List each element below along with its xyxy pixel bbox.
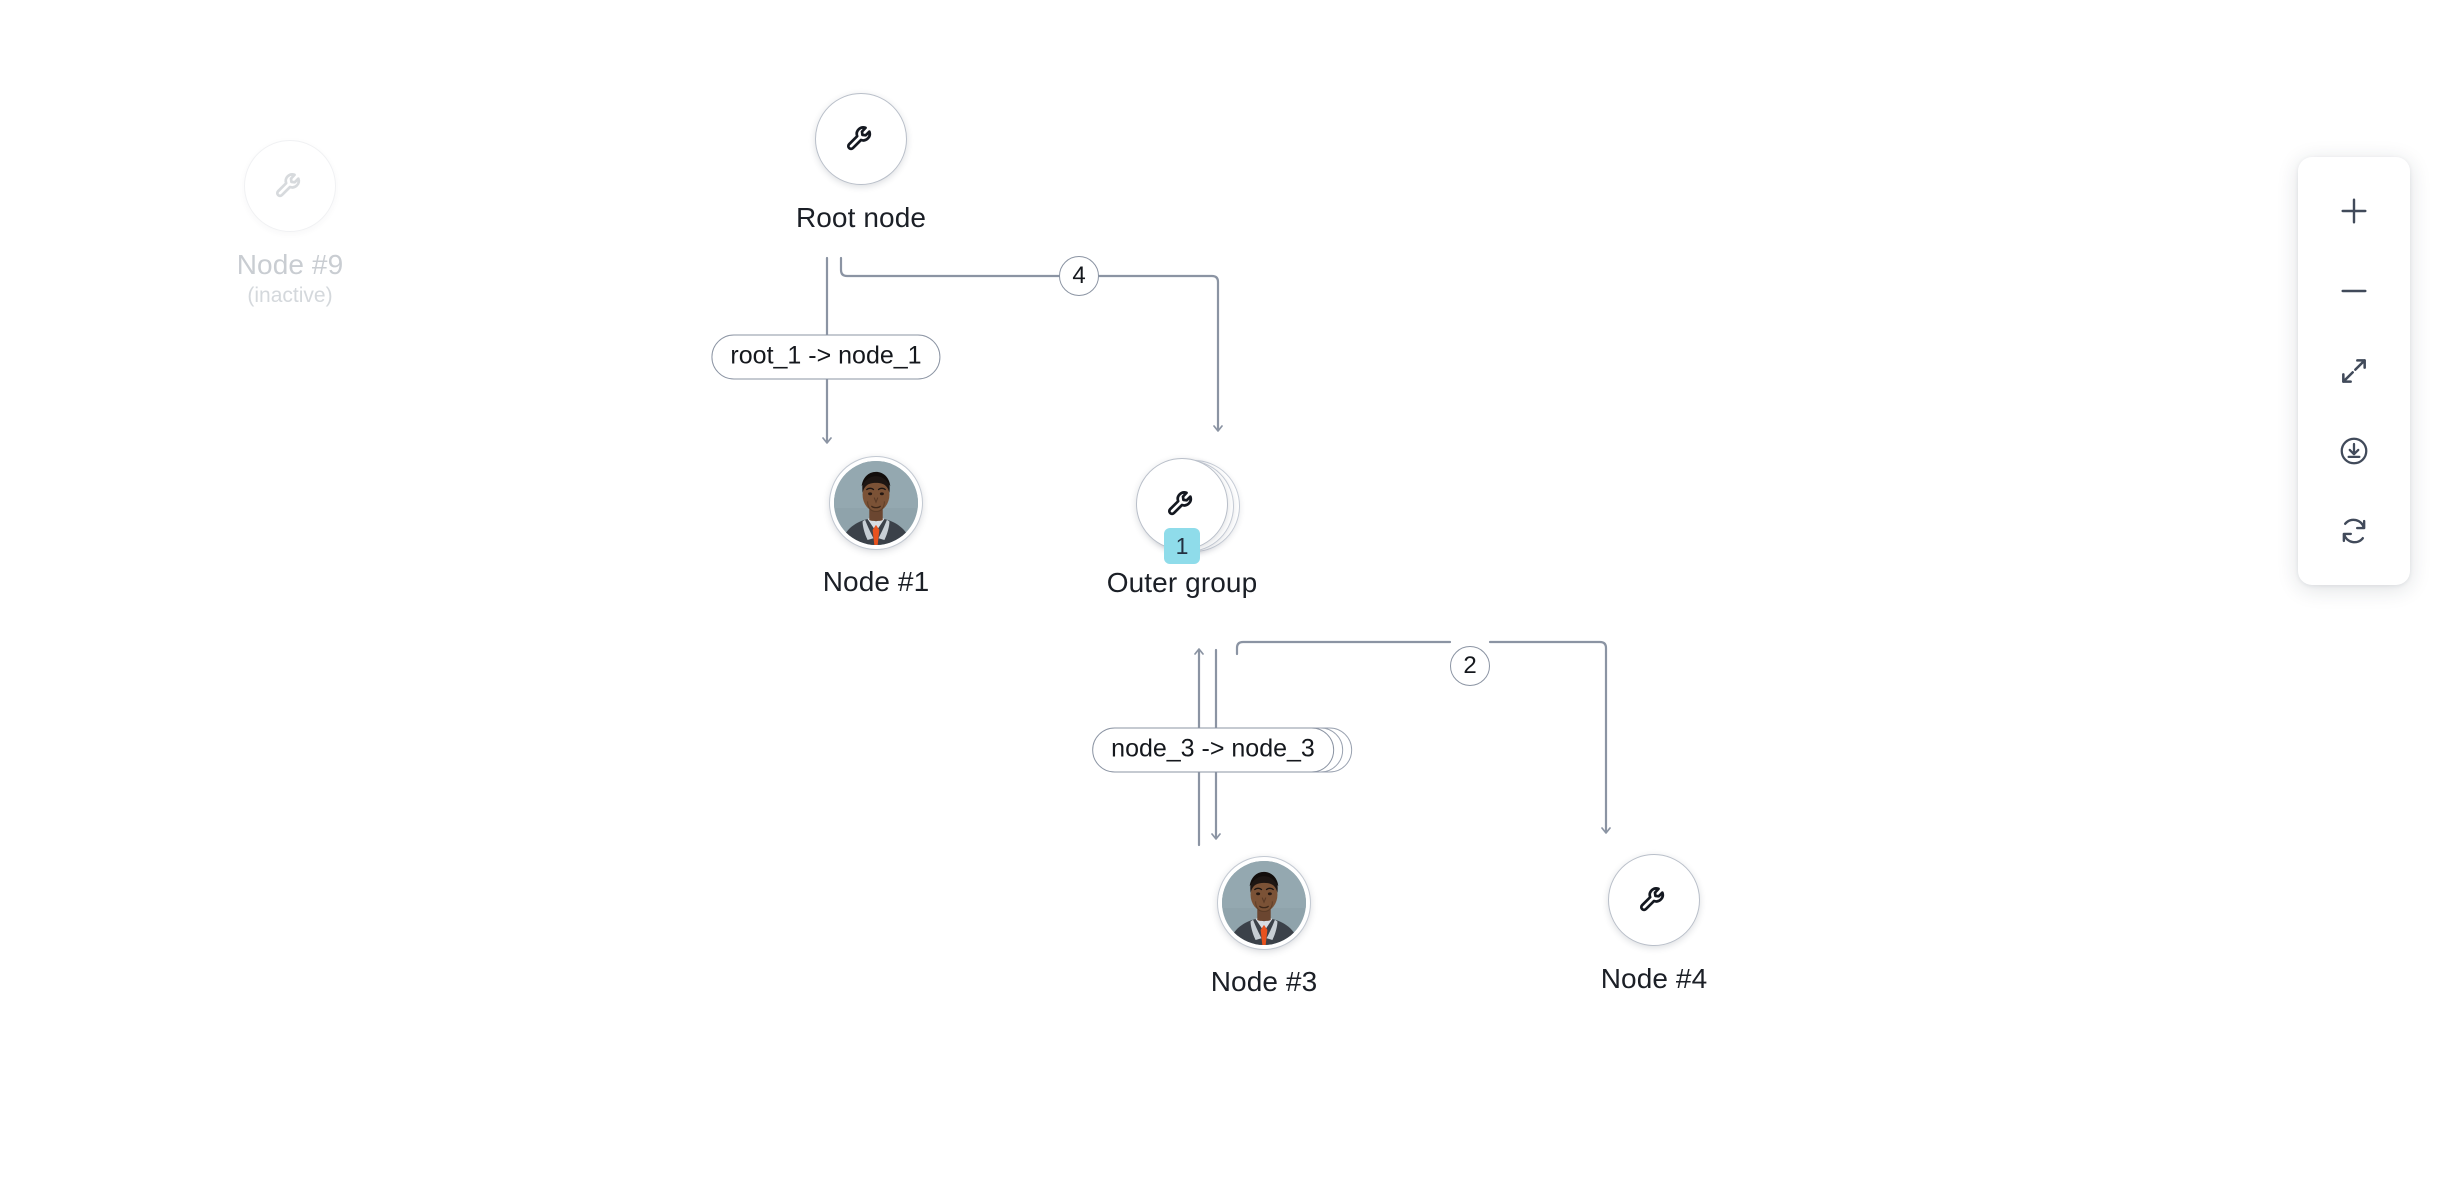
edge-count-group-node4[interactable]: 2 [1450, 646, 1490, 686]
fit-view-button[interactable] [2298, 331, 2410, 411]
node-node_4[interactable]: Node #4 [1554, 854, 1754, 995]
node-circle-wrap: 1 [1136, 458, 1240, 564]
node-node_1[interactable]: Node #1 [776, 456, 976, 598]
avatar-photo [1222, 861, 1306, 945]
avatar [829, 456, 923, 550]
minus-icon [2337, 274, 2371, 308]
expand-icon [2338, 355, 2370, 387]
wrench-icon [844, 122, 878, 156]
graph-controls-panel [2298, 157, 2410, 585]
node-icon-circle [815, 93, 907, 185]
edge-label-text: node_3 -> node_3 [1092, 727, 1334, 773]
edge-group-node4-seg1 [1235, 640, 1452, 656]
edge-root1-group-seg2 [1097, 274, 1223, 432]
download-icon [2338, 435, 2370, 467]
node-circle-wrap [1217, 856, 1311, 950]
node-circle-wrap [244, 140, 336, 232]
node-circle-wrap [815, 93, 907, 185]
edge-label-node3-node3[interactable]: node_3 -> node_3 [1092, 727, 1352, 773]
node-label: Node #4 [1600, 963, 1708, 994]
node-sublabel: (inactive) [247, 284, 333, 307]
plus-icon [2337, 194, 2371, 228]
wrench-icon [273, 169, 307, 203]
node-label: Node #1 [822, 566, 930, 597]
reset-button[interactable] [2298, 491, 2410, 571]
avatar [1217, 856, 1311, 950]
node-circle-wrap [829, 456, 923, 550]
edge-count-root-group[interactable]: 4 [1059, 256, 1099, 296]
zoom-out-button[interactable] [2298, 251, 2410, 331]
node-outer_group[interactable]: 1 Outer group [1082, 458, 1282, 599]
node-label: Node #9 [236, 249, 344, 280]
download-button[interactable] [2298, 411, 2410, 491]
edge-root1-group-seg1 [839, 256, 1061, 278]
node-label: Root node [795, 202, 927, 233]
edge-group-node4-seg2 [1488, 640, 1611, 834]
node-node_3[interactable]: Node #3 [1164, 856, 1364, 998]
node-label: Outer group [1106, 567, 1258, 598]
node-circle-wrap [1608, 854, 1700, 946]
edge-label-root1-node1[interactable]: root_1 -> node_1 [711, 334, 941, 380]
wrench-icon [1637, 883, 1671, 917]
node-badge-count[interactable]: 1 [1164, 528, 1200, 564]
refresh-icon [2338, 515, 2370, 547]
zoom-in-button[interactable] [2298, 171, 2410, 251]
node-icon-circle [244, 140, 336, 232]
node-icon-circle [1608, 854, 1700, 946]
node-label: Node #3 [1210, 966, 1318, 997]
node-root_1[interactable]: Root node [761, 93, 961, 234]
avatar-photo [834, 461, 918, 545]
node-node_9[interactable]: Node #9 (inactive) [190, 140, 390, 308]
edge-label-text: root_1 -> node_1 [711, 334, 941, 380]
wrench-icon [1165, 487, 1199, 521]
